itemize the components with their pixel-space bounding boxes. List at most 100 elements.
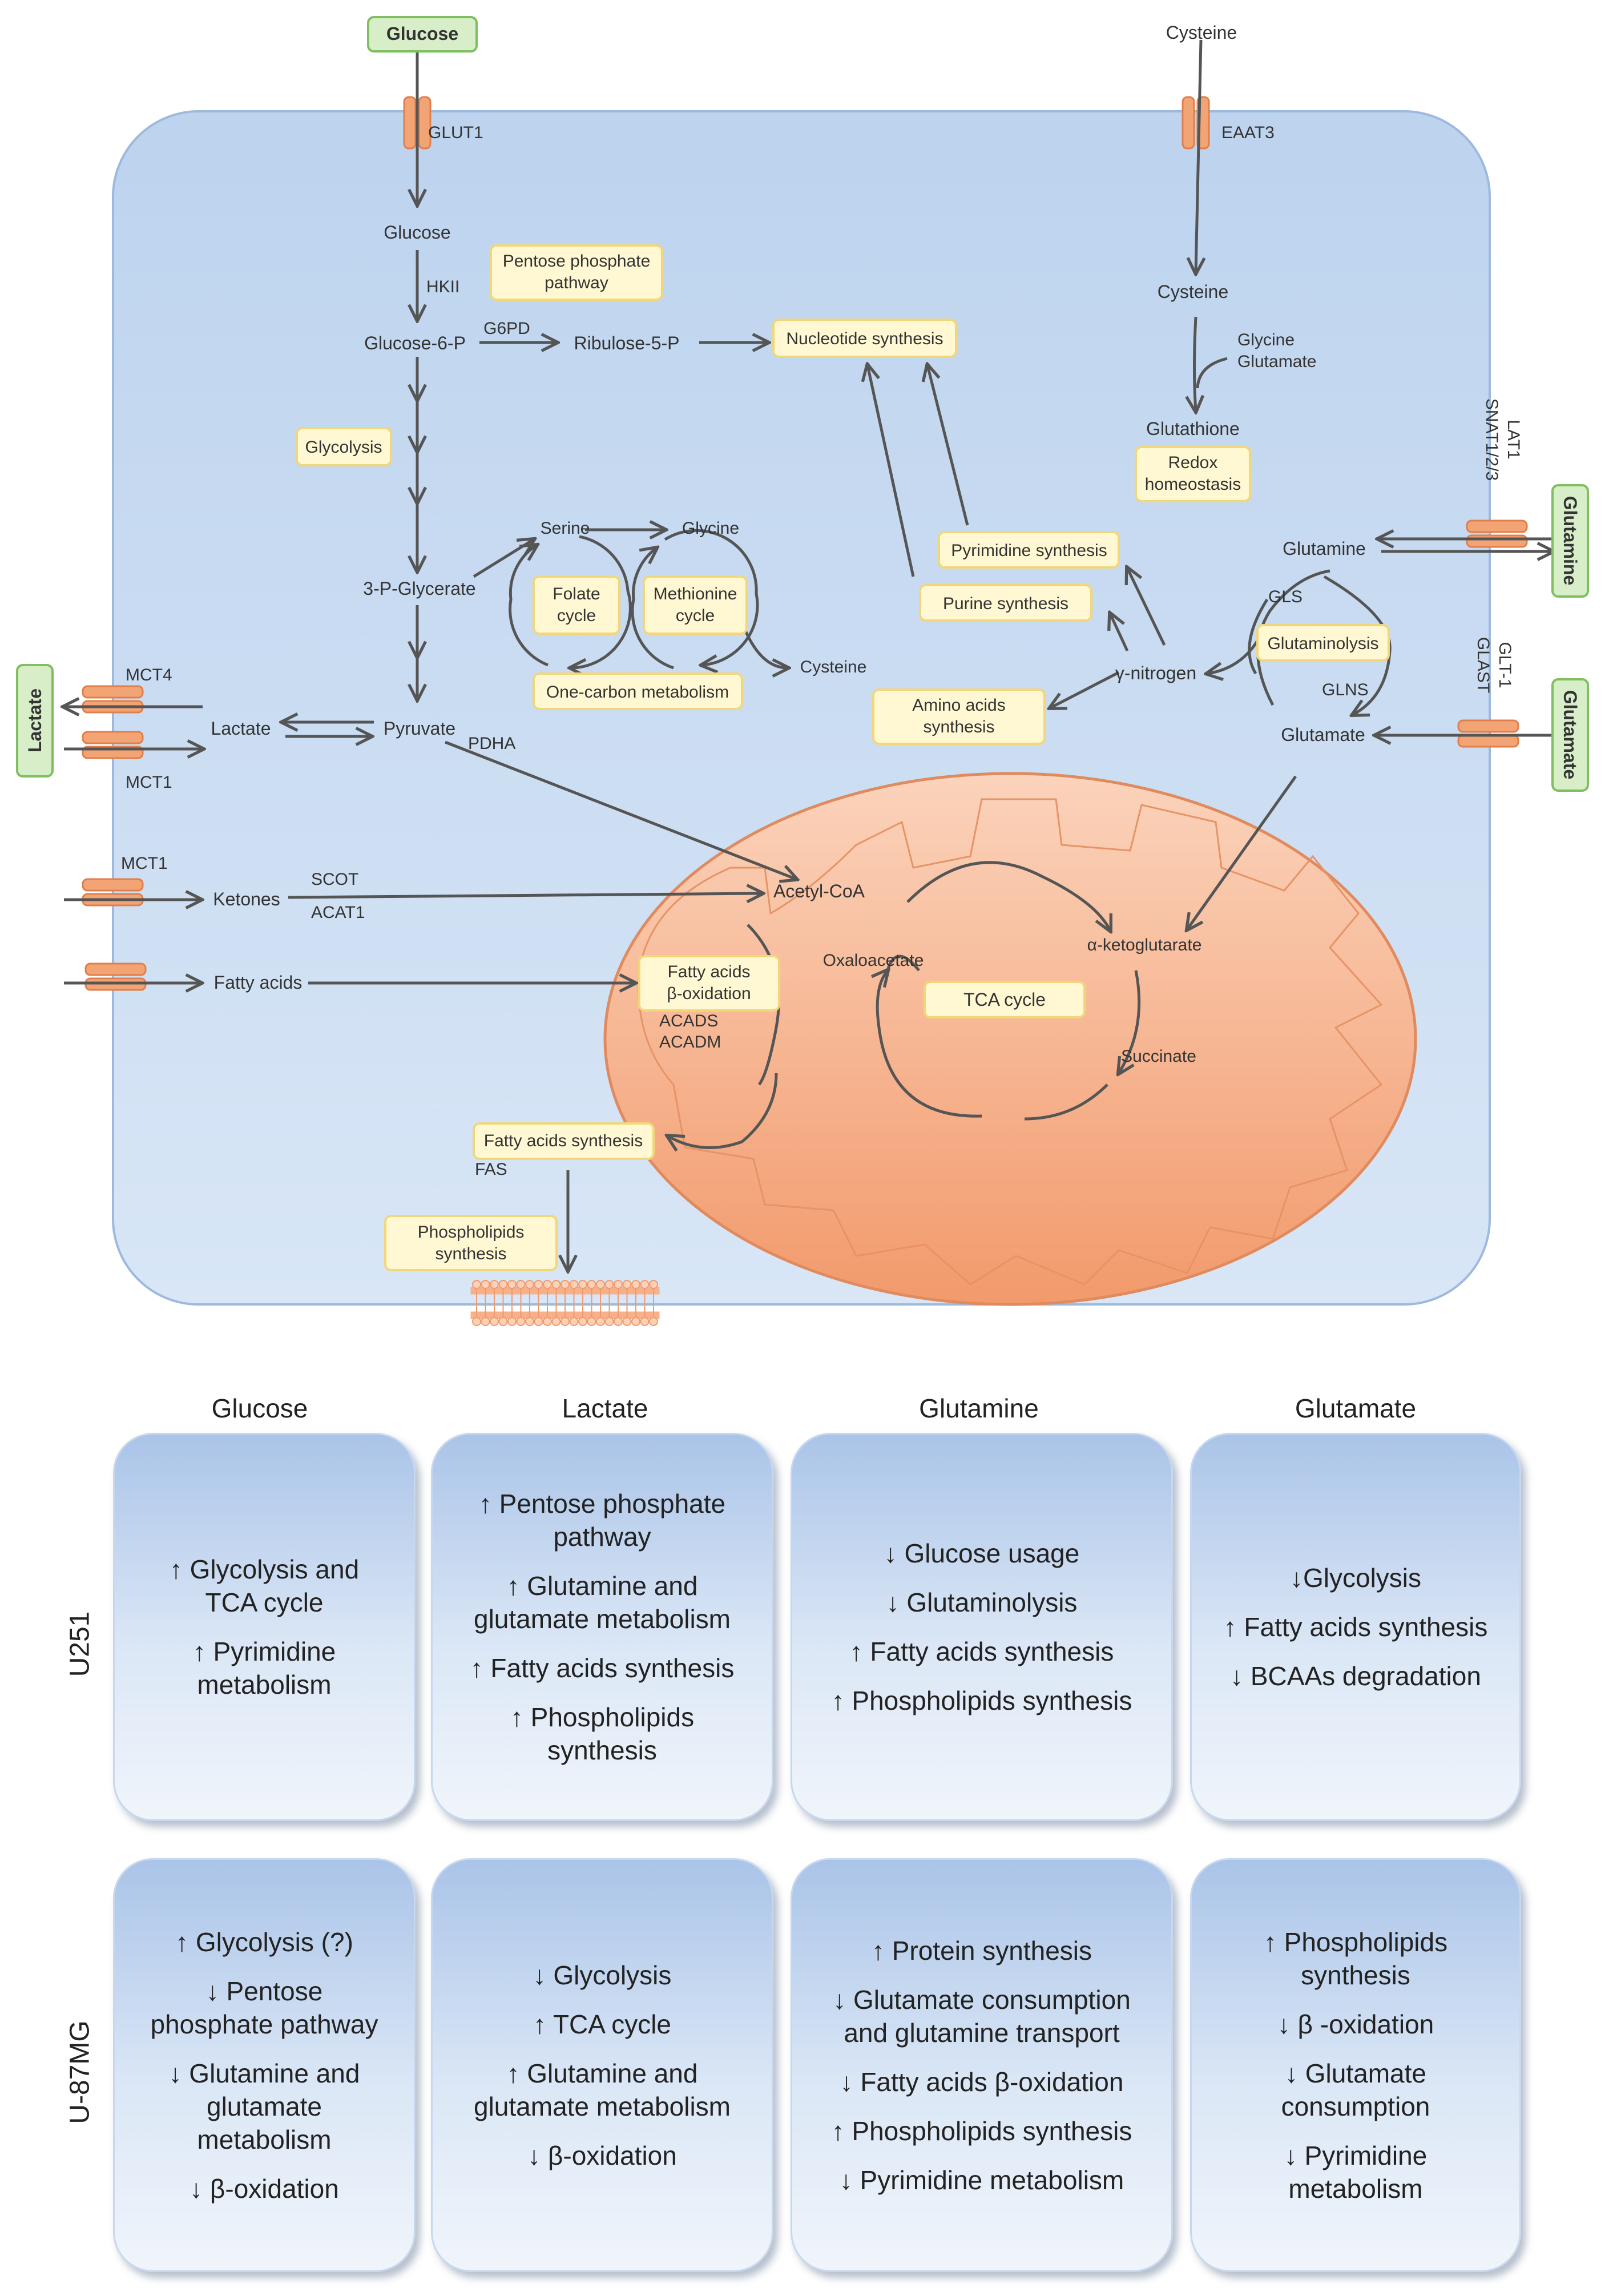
lipid-head [525, 1317, 534, 1326]
label-g6pd: G6PD [483, 319, 530, 338]
lipid-head [569, 1280, 579, 1289]
label-glucose: Glucose [384, 222, 450, 243]
finding-item: ↑ Fatty acids synthesis [1223, 1612, 1488, 1642]
transporters [82, 96, 1528, 991]
finding-item: ↑ Glycolysis (?) [175, 1927, 353, 1957]
label-line: cycle [676, 606, 715, 625]
lipid-head [551, 1280, 561, 1289]
lipid-head [498, 1280, 508, 1289]
finding-item: ↑ Pentose phosphate pathway [478, 1489, 726, 1552]
lipid-head [498, 1317, 508, 1326]
pathway-arrows [64, 39, 1553, 1270]
label-fas: FAS [475, 1160, 507, 1179]
lipid-head [543, 1317, 552, 1326]
label-line: GLAST [1474, 637, 1493, 693]
label-glns: GLNS [1322, 680, 1369, 699]
lipid-head [490, 1317, 499, 1326]
row-header-u87mg: U-87MG [64, 2020, 95, 2124]
finding-item: ↓ Glutamine and glutamate metabolism [168, 2058, 360, 2154]
lipid-head [561, 1280, 570, 1289]
label-mct4: MCT4 [126, 666, 172, 684]
label-line: Redox [1168, 453, 1218, 472]
label-hkii: HKII [426, 277, 459, 296]
finding-item: ↓ Fatty acids β-oxidation [840, 2067, 1124, 2097]
lipid-head [640, 1317, 650, 1326]
finding-item: ↓ Glutamate consumption [1281, 2058, 1430, 2121]
label-line: β-oxidation [667, 984, 751, 1003]
card-u87mg-glutamate: ↑ Phospholipids synthesis ↓ β -oxidation ↓… [1190, 1858, 1521, 2272]
finding-item: ↑ Pyrimidine metabolism [192, 1637, 336, 1699]
lipid-head [551, 1317, 561, 1326]
card-u251-glutamine: ↓ Glucose usage ↓ Glutaminolysis ↑ Fatty a… [791, 1433, 1173, 1821]
label-acetylcoa: Acetyl-CoA [773, 881, 865, 901]
label-line: synthesis [923, 718, 994, 736]
lipid-head [507, 1317, 517, 1326]
finding-item: ↓ Glutaminolysis [886, 1588, 1078, 1617]
finding-item: ↑ Glycolysis and TCA cycle [169, 1554, 360, 1617]
lipid-head [472, 1280, 481, 1289]
label-acat1: ACAT1 [311, 903, 365, 922]
lipid-head [534, 1280, 543, 1289]
finding-item: ↑ Fatty acids synthesis [470, 1653, 735, 1683]
label-pglycerate: 3-P-Glycerate [363, 578, 475, 599]
label-line: homeostasis [1145, 475, 1241, 494]
label-line: pathway [545, 273, 608, 292]
label-line: synthesis [435, 1244, 506, 1263]
label-cysteine-ext: Cysteine [1166, 22, 1237, 43]
lipid-head [622, 1317, 632, 1326]
finding-item: ↓ Glycolysis [533, 1960, 672, 1990]
label-glycolysis: Glycolysis [305, 438, 382, 457]
label-pdha: PDHA [468, 734, 515, 753]
label-line: Folate [553, 585, 600, 603]
card-u251-glucose: ↑ Glycolysis and TCA cycle ↑ Pyrimidine m… [113, 1433, 416, 1821]
label-eaat3: EAAT3 [1221, 123, 1275, 142]
card-u87mg-glucose: ↑ Glycolysis (?)↓ Pentose phosphate path… [113, 1858, 416, 2272]
label-methionine: Methionine cycle [654, 585, 737, 625]
node-glutamate-ext: Glutamate [1560, 690, 1580, 779]
extracellular-nodes: Glucose Lactate Glutamine Glutamate [16, 16, 1589, 792]
finding-item: ↓Glycolysis [1289, 1563, 1422, 1593]
label-fattyacids: Fatty acids [214, 972, 303, 993]
label-cysteine: Cysteine [1158, 281, 1229, 302]
label-line: Methionine [654, 585, 737, 603]
finding-item: ↓ β-oxidation [527, 2140, 677, 2170]
lipid-head [561, 1317, 570, 1326]
lipid-head [525, 1280, 534, 1289]
label-nucleotide: Nucleotide synthesis [786, 329, 943, 348]
label-lactate: Lactate [211, 718, 271, 739]
column-header-glutamate: Glutamate [1295, 1393, 1417, 1423]
label-line: Glycine [1237, 331, 1295, 349]
lipid-head [516, 1317, 526, 1326]
label-glutathione: Glutathione [1146, 418, 1240, 439]
label-line: Glutamate [1237, 352, 1316, 371]
finding-item: ↓ β-oxidation [189, 2173, 339, 2204]
label-succinate: Succinate [1121, 1047, 1196, 1066]
finding-item: ↓ β -oxidation [1277, 2009, 1434, 2039]
lipid-head [622, 1280, 632, 1289]
label-cysteine-met: Cysteine [800, 658, 867, 676]
lipid-head [614, 1280, 623, 1289]
metabolic-diagram: Glucose Lactate Glutamine Glutamate GLUT… [16, 16, 1589, 1326]
finding-item: ↑ Fatty acids synthesis [849, 1637, 1114, 1666]
label-tca: TCA cycle [963, 989, 1046, 1010]
label-onecarbon: One-carbon metabolism [546, 683, 729, 702]
lipid-head [481, 1317, 490, 1326]
label-ribulose: Ribulose-5-P [574, 333, 680, 353]
lipid-head [596, 1280, 605, 1289]
label-scot: SCOT [311, 870, 358, 889]
label-line: SNAT1/2/3 [1482, 398, 1501, 481]
label-line: LAT1 [1504, 420, 1523, 459]
lipid-head [490, 1280, 499, 1289]
lipid-head [614, 1317, 623, 1326]
label-serine: Serine [541, 519, 590, 538]
finding-item: ↓ Glucose usage [884, 1538, 1080, 1568]
lipid-head [631, 1317, 640, 1326]
finding-item: ↓ BCAAs degradation [1230, 1661, 1481, 1691]
label-glut1: GLUT1 [428, 123, 483, 142]
column-header-glucose: Glucose [211, 1393, 308, 1423]
lipid-head [649, 1317, 658, 1326]
finding-item: ↑ Phospholipids synthesis [1263, 1927, 1448, 1990]
finding-item: ↑ TCA cycle [533, 2009, 671, 2039]
